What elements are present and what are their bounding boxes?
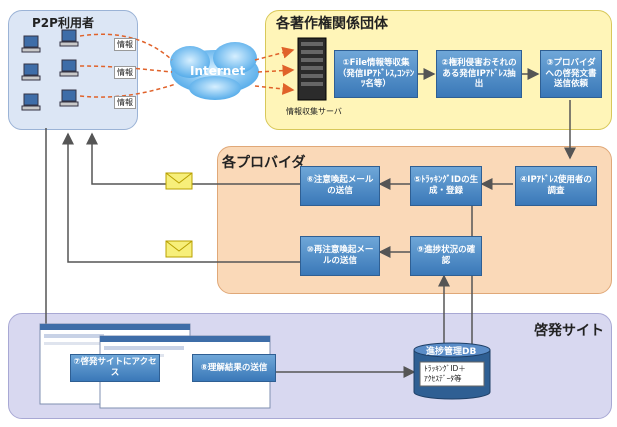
info-tag: 情報 xyxy=(114,38,136,51)
database-icon xyxy=(413,342,491,400)
users-title: P2P利用者 xyxy=(32,16,94,30)
db-body: ﾄﾗｯｷﾝｸﾞID＋ ｱｸｾｽﾃﾞｰﾀ等 xyxy=(424,364,466,383)
internet-label: Internet xyxy=(190,64,246,78)
step-9-progress-check: ⑨進捗状況の確認 xyxy=(410,236,482,276)
step-3-request: ③プロバイダへの啓発文書送信依頼 xyxy=(540,50,602,98)
rights-holders-title: 各著作権関係団体 xyxy=(276,16,388,32)
step-1-file-collection: ①File情報等収集 （発信IPｱﾄﾞﾚｽ,ｺﾝﾃﾝﾂ名等） xyxy=(334,50,418,98)
mail-icon xyxy=(165,172,193,258)
server-icon xyxy=(297,37,327,101)
step-7-site-access: ⑦啓発サイトにアクセス xyxy=(70,354,160,382)
portal-title: 啓発サイト xyxy=(534,323,604,339)
pc-icon xyxy=(21,29,79,111)
step-10-rewarning-mail: ⑩再注意喚起メールの送信 xyxy=(300,236,380,276)
step-2-ip-extraction: ②権利侵害おそれのある発信IPｱﾄﾞﾚｽ抽出 xyxy=(436,50,522,98)
step-6-warning-mail: ⑥注意喚起メールの送信 xyxy=(300,166,380,206)
step-5-tracking-id: ⑤ﾄﾗｯｷﾝｸﾞIDの生成・登録 xyxy=(410,166,482,206)
providers-title: 各プロバイダ xyxy=(222,155,306,171)
info-tag: 情報 xyxy=(114,66,136,79)
info-tag: 情報 xyxy=(114,96,136,109)
step-4-user-lookup: ④IPｱﾄﾞﾚｽ使用者の調査 xyxy=(515,166,597,206)
step-8-result-submission: ⑧理解結果の送信 xyxy=(192,354,276,382)
server-label: 情報収集サーバ xyxy=(286,107,342,116)
internet-cloud-icon xyxy=(170,42,259,100)
db-title: 進捗管理DB xyxy=(426,347,477,357)
